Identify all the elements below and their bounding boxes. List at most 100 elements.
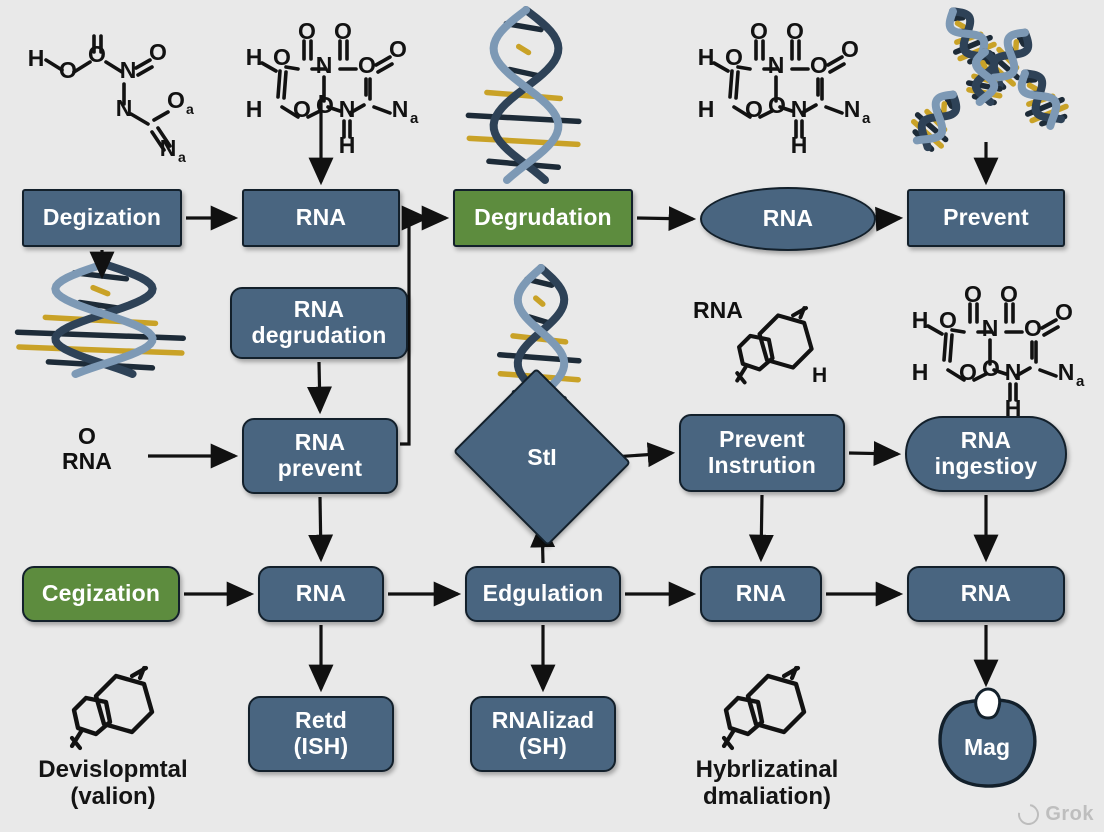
svg-text:O: O [298,18,316,44]
svg-text:N: N [791,96,808,122]
node-rnalizad_sh[interactable]: RNAlizad (SH) [470,696,616,772]
node-rna_top1[interactable]: RNA [242,189,400,247]
h-free-text: H [812,364,828,387]
hexagon-pair-botleft-icon [60,665,176,754]
watermark-label: Grok [1045,803,1094,825]
edge-prevent-instrution-to-ingestioy [848,441,902,466]
svg-text:a: a [1076,373,1085,390]
node-stl_decision[interactable]: StI [452,367,632,547]
svg-text:H: H [339,132,356,158]
svg-text:O: O [273,44,291,70]
node-label: RNA degrudation [251,296,387,348]
svg-text:O: O [768,92,786,118]
edge-rna-ellipse-to-prevent [875,206,904,232]
svg-text:a: a [178,149,186,165]
node-rna_bot3[interactable]: RNA [907,566,1065,622]
svg-text:N: N [120,57,137,83]
node-cegization[interactable]: Cegization [22,566,180,622]
hexagon-pair-botmid-icon [712,665,828,754]
o-rna-input: O RNA [62,423,112,475]
svg-text:N: N [982,315,999,341]
node-label: RNA [295,204,347,231]
node-rna_bot1[interactable]: RNA [258,566,384,622]
svg-text:N: N [1005,359,1022,385]
svg-text:O: O [1000,281,1018,307]
node-degrudation[interactable]: Degrudation [453,189,633,247]
edge-prevent-instrution-to-rna-bot2 [748,494,774,563]
hybridization-caption: Hybrlizatinal dmaliation) [695,756,839,811]
svg-text:O: O [786,18,804,44]
svg-text:H: H [912,359,929,385]
hexagon-pair-right-icon [722,306,838,388]
svg-text:O: O [167,87,185,113]
svg-text:H: H [28,45,45,71]
svg-text:O: O [725,44,743,70]
svg-text:O: O [316,92,334,118]
svg-text:H: H [791,132,808,158]
edge-degrudation-to-rna-ellipse [636,206,697,232]
svg-text:N: N [316,52,333,78]
dna-junction-topright-icon [906,7,1076,152]
node-label: Prevent Instrution [707,426,817,478]
dna-helix-left-icon [14,260,194,378]
node-label: RNA [295,580,347,607]
node-label: RNAlizad (SH) [491,707,595,759]
svg-text:O: O [358,52,376,78]
node-label: Prevent [943,204,1029,231]
svg-text:N: N [339,96,356,122]
svg-text:O: O [841,36,859,62]
node-degization[interactable]: Degization [22,189,182,247]
node-prevent_instrution[interactable]: Prevent Instrution [679,414,845,492]
svg-text:O: O [959,359,977,385]
node-rna_ellipse[interactable]: RNA [700,187,876,251]
rna-free-text: RNA [693,297,743,323]
svg-text:N: N [160,135,177,161]
svg-text:O: O [745,96,763,122]
svg-text:O: O [1055,299,1073,325]
grok-ring-icon [1014,799,1044,830]
node-retd_ish[interactable]: Retd (ISH) [248,696,394,772]
svg-text:N: N [768,52,785,78]
svg-text:O: O [389,36,407,62]
dna-helix-topmid-icon [465,6,586,184]
svg-text:O: O [149,39,167,65]
svg-text:H: H [246,44,263,70]
edge-rna-prevent-to-rna-bot1 [308,496,334,563]
svg-text:O: O [88,41,106,67]
node-label: Degization [42,204,162,231]
svg-text:O: O [334,18,352,44]
svg-text:N: N [1058,359,1075,385]
node-label: StI [527,443,557,470]
svg-text:O: O [810,52,828,78]
svg-text:H: H [912,307,929,333]
node-rna_ingestioy[interactable]: RNA ingestioy [905,416,1067,492]
svg-text:O: O [750,18,768,44]
node-rna_prevent[interactable]: RNA prevent [242,418,398,494]
grok-watermark: Grok [1014,799,1094,830]
node-rna_degrudation[interactable]: RNA degrudation [230,287,408,359]
node-rna_bot2[interactable]: RNA [700,566,822,622]
edge-rna-degrudation-to-rna-prevent [307,361,332,415]
svg-text:H: H [246,96,263,122]
node-label: RNA prevent [277,429,363,481]
svg-text:O: O [59,57,77,83]
node-label: RNA [762,205,814,232]
svg-text:O: O [1024,315,1042,341]
node-prevent_top[interactable]: Prevent [907,189,1065,247]
svg-text:N: N [844,96,861,122]
node-label: Degrudation [474,204,612,231]
node-label: RNA [735,580,787,607]
svg-text:a: a [186,101,194,117]
svg-text:N: N [392,96,409,122]
svg-text:a: a [410,110,419,127]
node-label: Edgulation [482,580,604,607]
node-label: RNA [960,580,1012,607]
node-mag_blob[interactable]: Mag [928,687,1046,792]
developmental-caption: Devislopmtal (valion) [38,756,188,811]
node-edgulation[interactable]: Edgulation [465,566,621,622]
svg-text:O: O [293,96,311,122]
node-label: Retd (ISH) [293,707,349,759]
